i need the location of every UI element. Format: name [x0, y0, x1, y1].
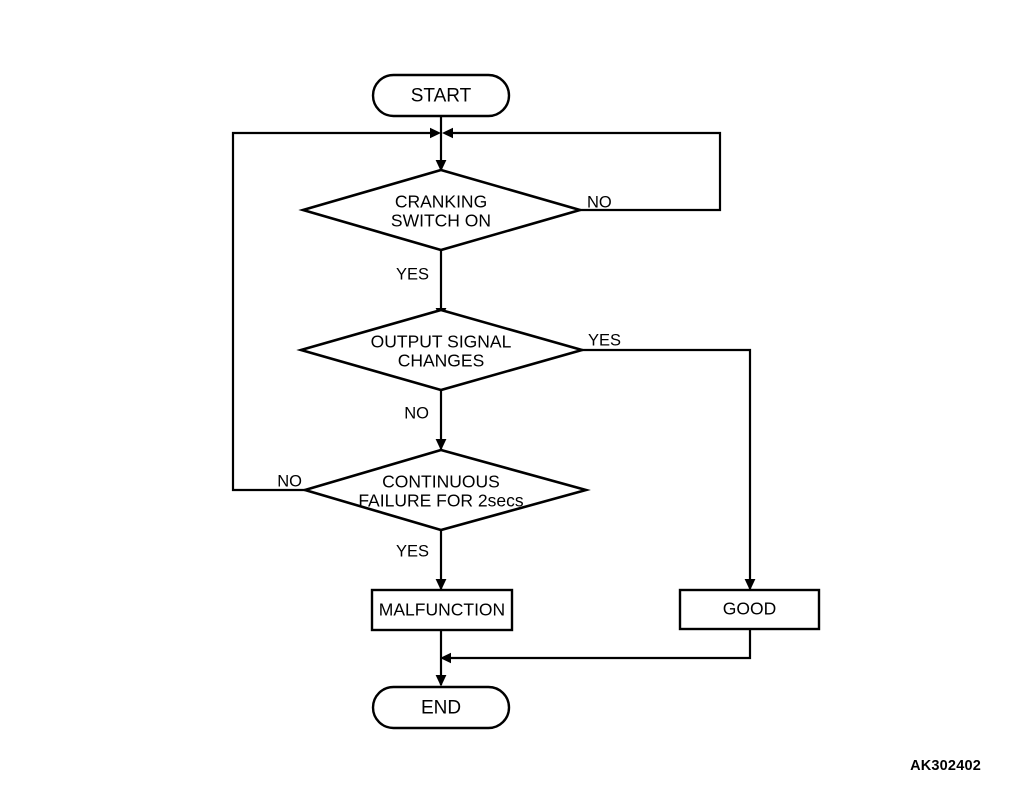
figure-code: AK302402: [910, 758, 981, 774]
node-decision-output-signal[interactable]: OUTPUT SIGNAL CHANGES: [296, 308, 587, 392]
start-shape: [371, 73, 511, 118]
decision-continuous-failure-shape: [300, 448, 591, 532]
connector-cranking-no-loop: [449, 131, 722, 212]
node-decision-continuous-failure[interactable]: CONTINUOUS FAILURE FOR 2secs: [300, 448, 591, 532]
decision-cranking-label-line2: SWITCH ON: [391, 211, 491, 231]
connector-good-to-end-merge: [450, 629, 752, 660]
edge-label-cranking-no: NO: [587, 193, 612, 211]
connector-continuous-no-loop: [231, 131, 434, 492]
edge-label-continuous-no: NO: [277, 472, 302, 490]
arrowhead-into-continuous: [435, 439, 447, 451]
decision-continuous-failure-label-line2: FAILURE FOR 2secs: [358, 491, 524, 511]
malfunction-label: MALFUNCTION: [379, 600, 505, 620]
arrowhead-into-good: [744, 579, 756, 591]
arrowhead-right-loop-merge: [442, 127, 453, 139]
arrowhead-left-loop-merge: [430, 127, 441, 139]
end-shape: [371, 685, 511, 730]
edge-label-continuous-yes: YES: [396, 542, 429, 560]
edge-label-output-yes: YES: [588, 331, 621, 349]
node-end[interactable]: END: [371, 685, 511, 730]
arrowhead-into-malfunction: [435, 579, 447, 591]
good-shape: [678, 588, 821, 631]
decision-cranking-label-line1: CRANKING: [395, 192, 487, 212]
connector-output-yes-to-good: [582, 348, 752, 589]
decision-cranking-shape: [298, 168, 585, 252]
decision-output-signal-label-line1: OUTPUT SIGNAL: [371, 332, 512, 352]
node-good[interactable]: GOOD: [678, 588, 821, 631]
arrowhead-good-merge: [440, 652, 451, 664]
arrowhead-into-end: [435, 675, 447, 687]
malfunction-shape: [370, 588, 514, 632]
good-label: GOOD: [723, 599, 776, 619]
node-decision-cranking[interactable]: CRANKING SWITCH ON: [298, 168, 585, 252]
node-malfunction[interactable]: MALFUNCTION: [370, 588, 514, 632]
decision-continuous-failure-label-line1: CONTINUOUS: [382, 472, 500, 492]
start-label: START: [411, 86, 472, 107]
edge-label-cranking-yes: YES: [396, 265, 429, 283]
end-label: END: [421, 698, 461, 719]
decision-output-signal-shape: [296, 308, 587, 392]
decision-output-signal-label-line2: CHANGES: [398, 351, 485, 371]
edge-label-output-no: NO: [404, 404, 429, 422]
node-start[interactable]: START: [371, 73, 511, 118]
arrowhead-into-cranking: [435, 160, 447, 172]
